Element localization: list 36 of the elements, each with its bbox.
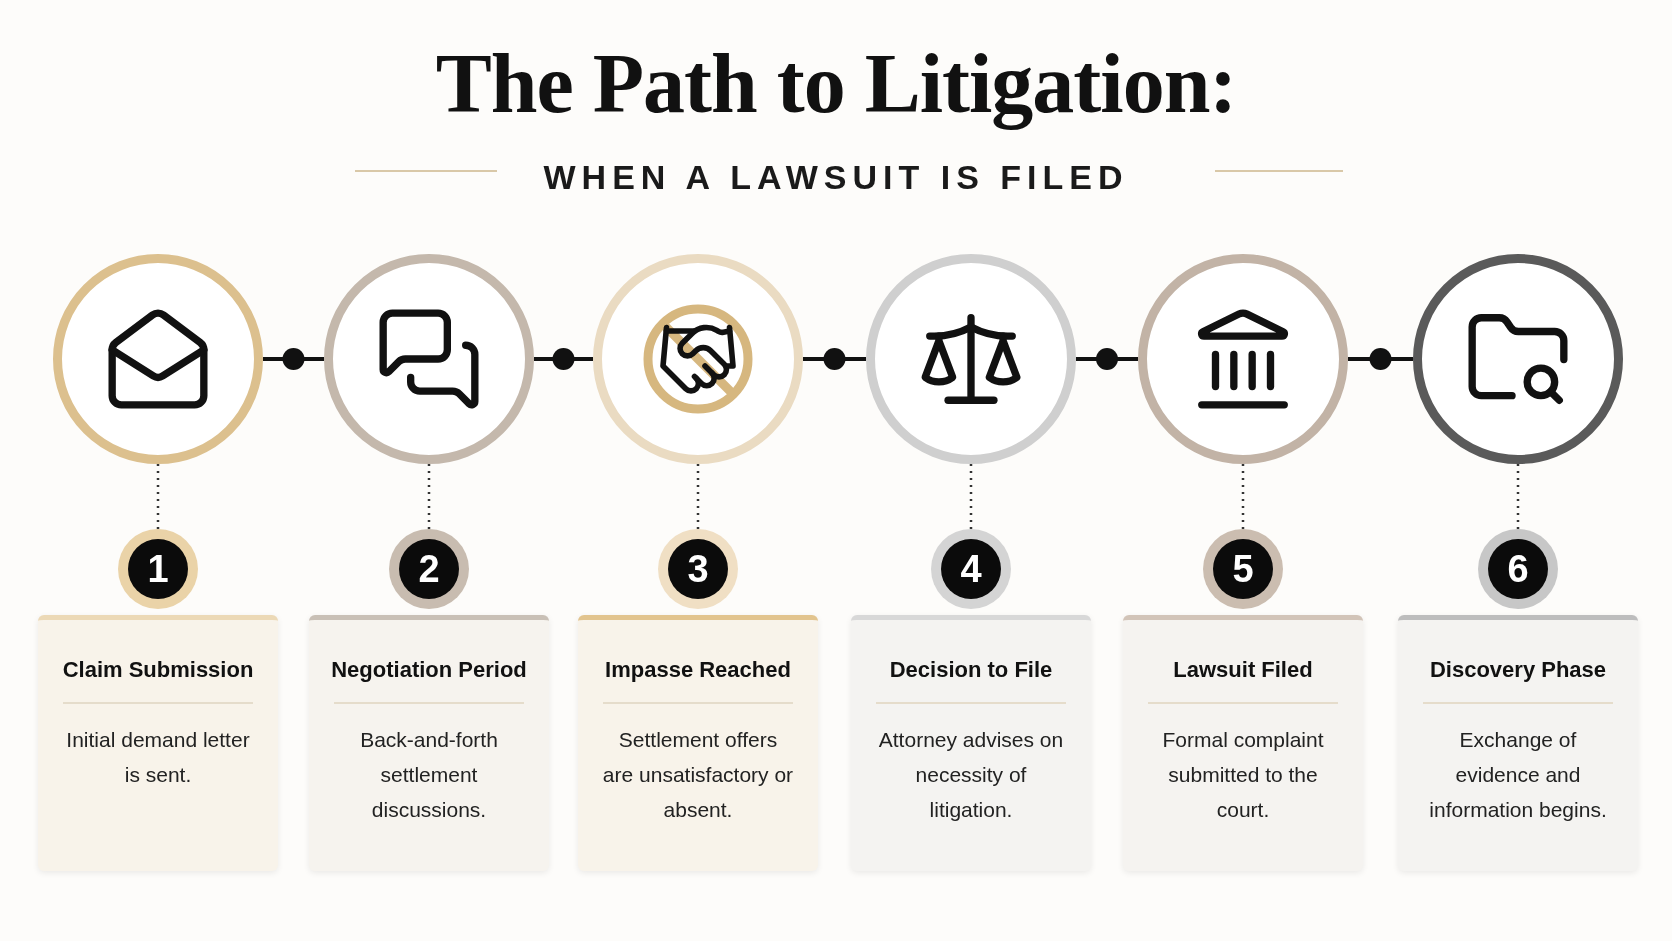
- step-number: 6: [1478, 529, 1558, 609]
- dotted-connector: [1516, 464, 1520, 529]
- step-card: [38, 615, 278, 871]
- step-description: Exchange of evidence and information begins.: [1428, 726, 1608, 823]
- step-number: 1: [118, 529, 198, 609]
- step-card: [309, 615, 549, 871]
- step-number: 4: [931, 529, 1011, 609]
- step-number: 2: [389, 529, 469, 609]
- step-description: Initial demand letter is sent.: [65, 726, 251, 788]
- step-heading: Lawsuit Filed: [1173, 656, 1313, 684]
- step-number: 5: [1203, 529, 1283, 609]
- connector-line: [803, 348, 866, 370]
- connector-line: [1348, 348, 1413, 370]
- connector-line: [534, 348, 593, 370]
- dotted-connector: [156, 464, 160, 529]
- step-heading: Claim Submission: [62, 656, 254, 684]
- connector-line: [263, 348, 324, 370]
- dotted-connector: [969, 464, 973, 529]
- step-heading: Discovery Phase: [1429, 656, 1607, 684]
- connector-line: [1076, 348, 1138, 370]
- dotted-connector: [1241, 464, 1245, 529]
- step-heading: Decision to File: [889, 656, 1053, 684]
- step-description: Settlement offers are unsatisfactory or absent.: [602, 726, 794, 823]
- step-card: [851, 615, 1091, 871]
- step-number: 3: [658, 529, 738, 609]
- step-card: [578, 615, 818, 871]
- step-heading: Impasse Reached: [605, 656, 791, 684]
- dotted-connector: [427, 464, 431, 529]
- step-description: Back-and-forth settlement discussions.: [359, 726, 499, 823]
- subtitle: WHEN A LAWSUIT IS FILED: [543, 157, 1129, 198]
- step-heading: Negotiation Period: [331, 656, 527, 684]
- step-card: [1398, 615, 1638, 871]
- step-card: [1123, 615, 1363, 871]
- step-description: Attorney advises on necessity of litigation.: [877, 726, 1065, 823]
- step-description: Formal complaint submitted to the court.: [1161, 726, 1325, 823]
- dotted-connector: [696, 464, 700, 529]
